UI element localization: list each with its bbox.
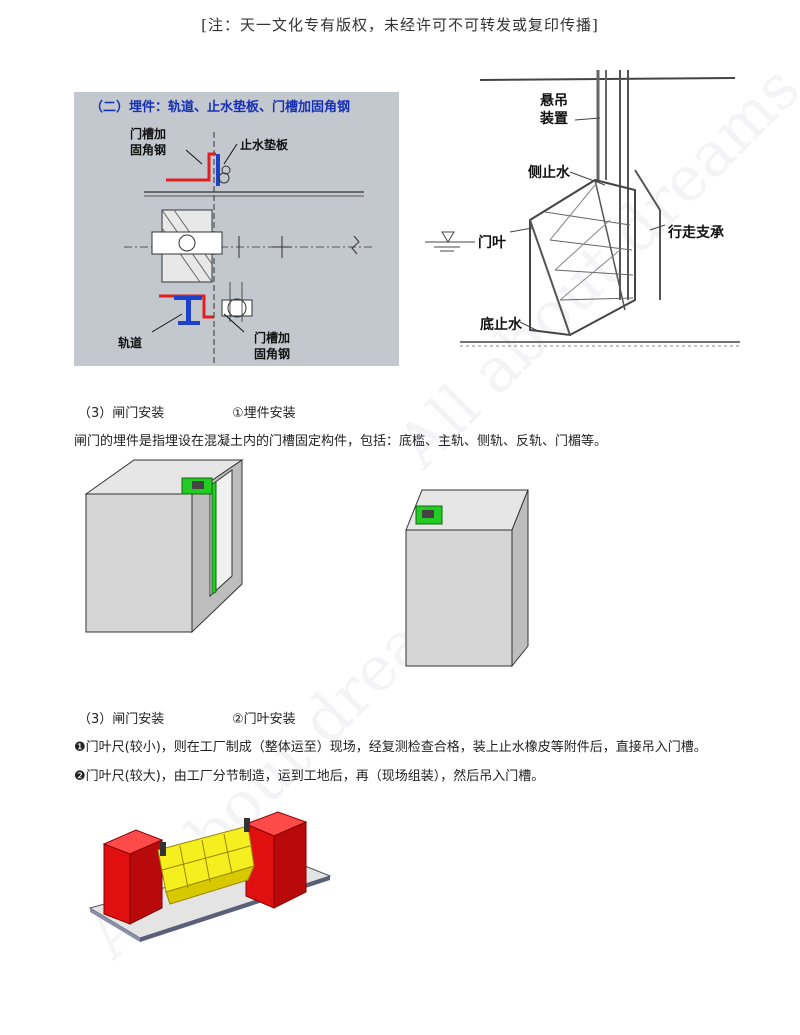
section1-heading-right: ①埋件安装 <box>232 406 296 421</box>
label-water-stop-plate: 止水垫板 <box>240 138 289 152</box>
gate-slot-block-left <box>82 456 252 636</box>
section2-heading-right: ②门叶安装 <box>232 712 296 727</box>
section1-heading-left: （3）闸门安装 <box>78 406 165 421</box>
embedded-parts-title: （二）埋件：轨道、止水垫板、门槽加固角钢 <box>90 100 351 115</box>
label-gate-leaf: 门叶 <box>478 235 506 251</box>
label-suspension: 悬吊 装置 <box>540 93 568 127</box>
label-rail: 轨道 <box>118 336 143 350</box>
radial-gate-figure <box>420 60 750 370</box>
section2-heading-left: （3）闸门安装 <box>78 712 165 727</box>
copyright-note: [注：天一文化专有版权，未经许可不可转发或复印传播] <box>201 16 599 34</box>
gate-leaf-model <box>84 796 336 944</box>
section2-item1: ❶门叶尺(较小)，则在工厂制成（整体运至）现场，经复测检查合格，装上止水橡皮等附… <box>74 740 707 755</box>
section2-item2: ❷门叶尺(较大)，由工厂分节制造，运到工地后，再（现场组装），然后吊入门槽。 <box>74 769 545 784</box>
embedded-parts-figure <box>74 92 399 366</box>
label-travel-support: 行走支承 <box>668 225 724 241</box>
label-bottom-seal: 底止水 <box>480 317 522 333</box>
gate-slot-block-right <box>402 486 532 668</box>
label-bottom-right-angle: 门槽加 固角钢 <box>254 331 291 361</box>
label-top-left-angle: 门槽加 固角钢 <box>130 127 167 157</box>
label-side-seal: 侧止水 <box>528 165 570 181</box>
section1-paragraph: 闸门的埋件是指埋设在混凝土内的门槽固定构件，包括：底槛、主轨、侧轨、反轨、门楣等… <box>74 434 608 449</box>
